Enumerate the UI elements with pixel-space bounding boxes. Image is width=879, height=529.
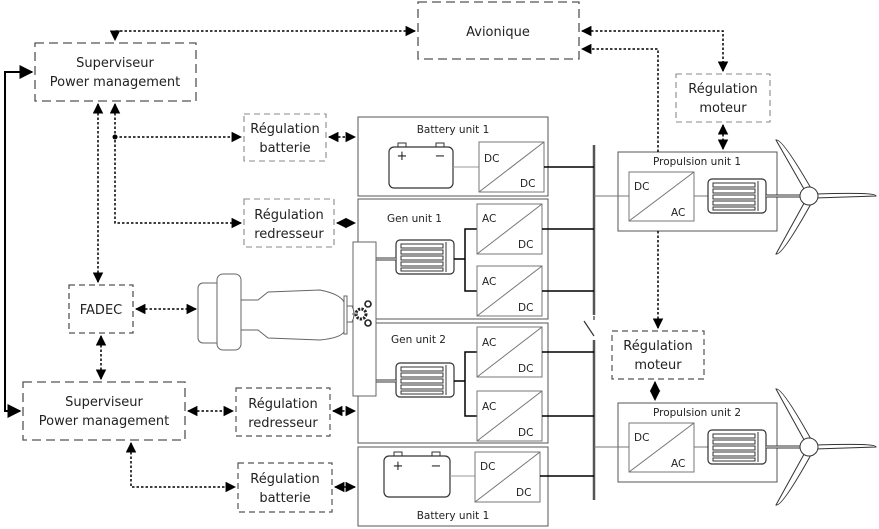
dc-dc-converter: DC DC [474, 451, 541, 503]
propulsion-unit-2-title: Propulsion unit 2 [653, 407, 741, 419]
reg-moteur-bottom-line1: Régulation [623, 339, 692, 354]
conv-out-label: DC [518, 239, 533, 251]
supervisor-top-line2: Power management [50, 75, 181, 90]
battery-icon: + − [388, 142, 454, 189]
bus-feeders [540, 166, 594, 477]
propulsion-unit-2[interactable]: Propulsion unit 2 DC AC [594, 402, 778, 483]
supervisor-top-line1: Superviseur [76, 56, 154, 71]
reg-moteur-bottom-line2: moteur [634, 358, 682, 373]
conv-out-label: DC [518, 363, 533, 375]
ac-dc-converter-2: AC DC [476, 390, 543, 442]
gen-unit-1-title: Gen unit 1 [387, 213, 442, 225]
supervisor-bottom-line1: Superviseur [65, 395, 143, 410]
conv-out-label: DC [516, 487, 531, 499]
reg-redresseur-bottom-box[interactable]: Régulation redresseur [235, 387, 331, 437]
battery-unit-bottom-title: Battery unit 1 [417, 510, 490, 522]
bus-tie-switch[interactable] [583, 320, 595, 337]
fadec-label: FADEC [80, 303, 122, 318]
reg-redresseur-bottom-line2: redresseur [248, 416, 318, 431]
reg-moteur-top-box[interactable]: Régulation moteur [675, 73, 771, 123]
battery-unit-bottom[interactable]: + − DC DC Battery unit 1 [357, 446, 549, 527]
reg-redresseur-top-line2: redresseur [254, 227, 324, 242]
supervisor-bottom-box[interactable]: Superviseur Power management [22, 381, 186, 441]
conv-in-label: DC [484, 153, 499, 165]
reg-moteur-bottom-box[interactable]: Régulation moteur [611, 330, 705, 380]
conv-out-label: DC [518, 427, 533, 439]
avionique-label: Avionique [466, 25, 530, 40]
battery-minus: − [435, 149, 446, 164]
gen-unit-1[interactable]: Gen unit 1 AC DC AC DC [357, 198, 549, 320]
fadec-box[interactable]: FADEC [68, 284, 134, 334]
conv-out-label: AC [671, 458, 685, 470]
battery-minus: − [431, 459, 442, 474]
conv-in-label: AC [482, 401, 496, 413]
gen-unit-2[interactable]: Gen unit 2 AC DC AC DC [357, 322, 549, 444]
propulsion-motor-icon [707, 178, 767, 214]
reg-moteur-top-line2: moteur [699, 101, 747, 116]
propulsion-unit-1-title: Propulsion unit 1 [653, 156, 741, 168]
turbine-engine-icon [197, 273, 358, 351]
generator-icon [395, 239, 455, 275]
avionique-box[interactable]: Avionique [417, 1, 580, 60]
reg-batterie-bottom-line2: batterie [259, 491, 310, 506]
reg-batterie-top-box[interactable]: Régulation batterie [243, 113, 327, 162]
conv-in-label: DC [634, 181, 649, 193]
reg-batterie-bottom-line1: Régulation [250, 472, 319, 487]
battery-plus: + [393, 459, 404, 474]
conv-in-label: DC [634, 432, 649, 444]
gearbox [352, 241, 377, 397]
signal-links [92, 25, 729, 493]
dc-bus [583, 145, 596, 500]
propulsion-motor-icon [707, 429, 767, 465]
battery-plus: + [397, 149, 408, 164]
junction-dot [112, 134, 118, 140]
supervisor-link [4, 65, 34, 418]
dc-dc-converter: DC DC [478, 141, 545, 193]
conv-out-label: AC [671, 207, 685, 219]
reg-redresseur-top-line1: Régulation [254, 208, 323, 223]
battery-unit-top[interactable]: Battery unit 1 + − DC DC [357, 116, 549, 197]
reg-redresseur-top-box[interactable]: Régulation redresseur [243, 198, 335, 248]
conv-out-label: DC [520, 178, 535, 190]
supervisor-bottom-line2: Power management [39, 414, 170, 429]
gen-unit-2-title: Gen unit 2 [391, 334, 446, 346]
reg-batterie-top-line2: batterie [259, 141, 310, 156]
propeller-1-icon [766, 139, 877, 255]
conv-in-label: AC [482, 337, 496, 349]
ac-dc-converter-1: AC DC [476, 326, 543, 378]
conv-out-label: DC [518, 302, 533, 314]
conv-in-label: DC [480, 461, 495, 473]
conv-in-label: AC [482, 276, 496, 288]
reg-redresseur-bottom-line1: Régulation [248, 397, 317, 412]
ac-dc-converter-2: AC DC [476, 265, 543, 317]
battery-icon: + − [383, 451, 451, 498]
propulsion-unit-1[interactable]: Propulsion unit 1 DC AC [594, 151, 778, 232]
generator-icon [395, 362, 455, 398]
battery-unit-top-title: Battery unit 1 [417, 124, 490, 136]
reg-moteur-top-line1: Régulation [688, 82, 757, 97]
dc-ac-converter: DC AC [628, 422, 695, 473]
reg-batterie-top-line1: Régulation [250, 122, 319, 137]
propeller-2-icon [766, 388, 877, 506]
conv-in-label: AC [482, 213, 496, 225]
ac-dc-converter-1: AC DC [476, 203, 543, 255]
reg-batterie-bottom-box[interactable]: Régulation batterie [237, 462, 333, 513]
supervisor-top-box[interactable]: Superviseur Power management [34, 42, 197, 102]
dc-ac-converter: DC AC [628, 171, 695, 222]
